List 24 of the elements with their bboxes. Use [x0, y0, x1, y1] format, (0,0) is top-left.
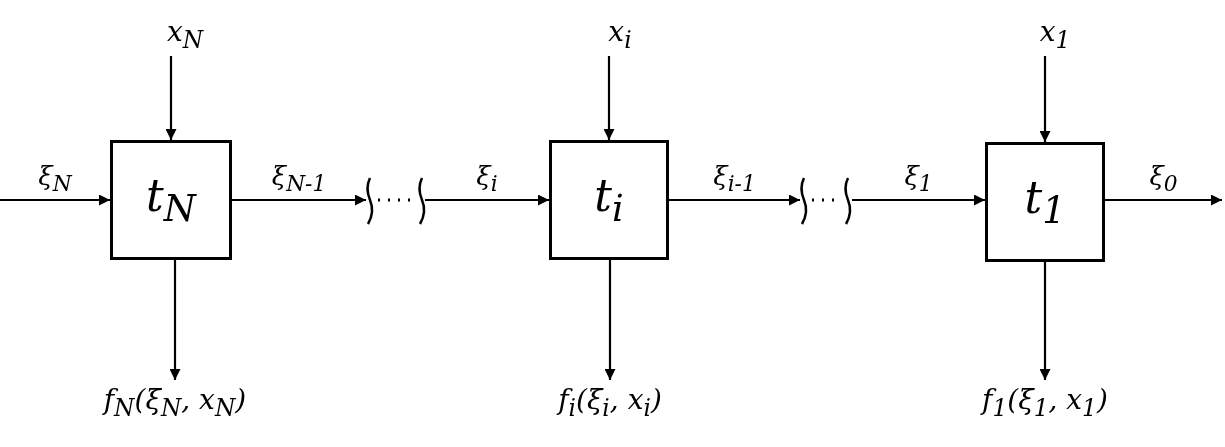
arrow [425, 194, 549, 206]
arrow [232, 194, 366, 206]
arrow [604, 260, 616, 380]
variable-label: x$_{N}$ [166, 14, 204, 54]
arrow [1105, 194, 1222, 206]
process-box [985, 142, 1105, 262]
process-box [549, 140, 669, 260]
arrow [852, 194, 985, 206]
arrow [165, 56, 177, 140]
variable-label: f$_{N}$(ξ$_{N}$, x$_{N}$) [103, 382, 247, 422]
arrow [169, 260, 181, 380]
arrow [0, 194, 110, 206]
arrow [1039, 56, 1051, 142]
arrow [603, 56, 615, 140]
variable-label: x$_{i}$ [608, 14, 632, 54]
stage-label: t$_{i}$ [594, 170, 624, 230]
stage-label: t$_{1}$ [1024, 172, 1066, 232]
variable-label: f$_{i}$(ξ$_{i}$, x$_{i}$) [558, 382, 662, 422]
variable-label: f$_{1}$(ξ$_{1}$, x$_{1}$) [982, 382, 1108, 422]
variable-label: x$_{1}$ [1039, 14, 1071, 54]
process-box [110, 140, 232, 260]
arrow [669, 194, 800, 206]
stage-label: t$_{N}$ [146, 170, 196, 230]
arrow [1039, 262, 1051, 380]
